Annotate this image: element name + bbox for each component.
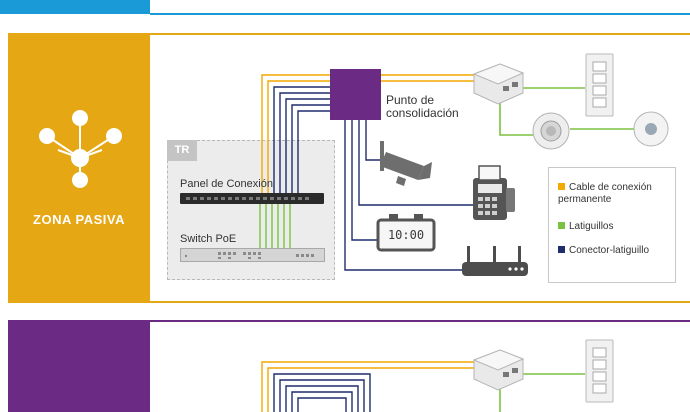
legend-swatch-green — [558, 222, 565, 229]
poe-switch — [180, 248, 325, 262]
wall-switch-icon — [585, 53, 614, 117]
connector-cords — [273, 86, 473, 271]
passive-zone-frame — [150, 33, 690, 303]
access-point-icon — [633, 111, 669, 147]
consolidation-point-line2: consolidación — [386, 106, 459, 120]
consolidation-point-label: Punto de consolidación — [386, 94, 459, 120]
legend-label-connector: Conector-latiguillo — [569, 245, 650, 256]
bottom-band-line — [150, 320, 690, 322]
pos-terminal-icon — [473, 165, 515, 220]
router-icon — [462, 246, 528, 276]
patch-panel-label: Panel de Conexión — [180, 178, 273, 190]
bottom-band-purple — [8, 320, 150, 412]
poe-switch-label: Switch PoE — [180, 233, 237, 245]
patch-cords — [259, 204, 291, 248]
telecom-room-label: TR — [167, 140, 197, 161]
top-band-blue — [0, 0, 150, 14]
outlet-links — [499, 87, 634, 136]
legend-label-patch: Latiguillos — [569, 221, 614, 232]
legend: Cable de conexión permanente Latiguillos… — [548, 167, 676, 283]
clock-display: 10:00 — [387, 228, 425, 242]
legend-label-permanent: Cable de conexión permanente — [558, 182, 652, 205]
consolidation-point-line1: Punto de — [386, 93, 435, 107]
legend-item-permanent: Cable de conexión permanente — [558, 182, 672, 206]
clock-icon — [376, 214, 436, 252]
hub-icon — [39, 110, 122, 188]
legend-swatch-orange — [558, 183, 565, 190]
legend-item-patch: Latiguillos — [558, 221, 613, 233]
permanent-cables — [261, 74, 479, 193]
outlet-box-icon — [472, 63, 525, 105]
consolidation-point-box — [330, 69, 381, 120]
legend-item-connector: Conector-latiguillo — [558, 245, 649, 257]
legend-swatch-navy — [558, 246, 565, 253]
switch-ports — [184, 252, 314, 259]
zone-label: ZONA PASIVA — [33, 212, 125, 227]
ceiling-sensor-icon — [532, 112, 570, 150]
outlet-box-icon — [472, 349, 525, 391]
top-band-line — [150, 13, 690, 15]
lower-diagram-preview — [261, 339, 614, 412]
patch-panel-ports — [186, 197, 309, 200]
wall-switch-icon — [585, 339, 614, 403]
cctv-camera-icon — [380, 141, 432, 186]
